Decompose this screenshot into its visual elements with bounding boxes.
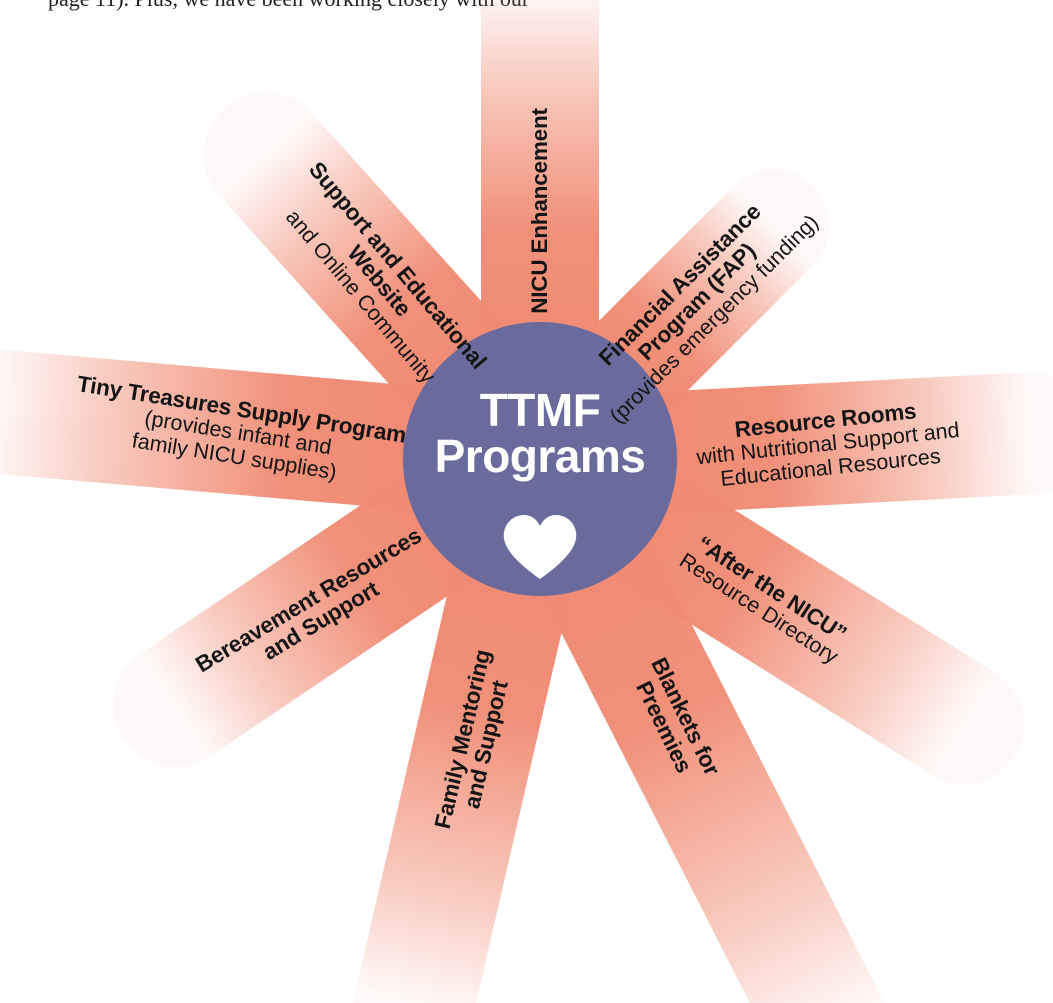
petal-resource-rooms	[573, 372, 1053, 516]
petal-bold-line: NICU Enhancement	[526, 108, 552, 314]
petal-bereavement	[113, 450, 524, 768]
petal-after-the-nicu	[560, 449, 1025, 784]
hub-title-line2: Programs	[434, 430, 646, 482]
intro-text-fragment: page 11). Plus, we have been working clo…	[48, 0, 529, 12]
hub-title-line1: TTMF	[479, 384, 601, 436]
petal-tiny-treasures	[0, 349, 508, 513]
heart-icon	[503, 515, 577, 579]
hub-title: TTMF Programs	[435, 387, 646, 479]
petal-label-nicu-enhancement: NICU Enhancement	[526, 108, 552, 314]
petal-blankets-for-preemies	[523, 483, 885, 1003]
hub-circle	[403, 322, 677, 596]
petal-family-mentoring	[354, 491, 579, 1003]
petal-support-educational	[203, 92, 539, 451]
